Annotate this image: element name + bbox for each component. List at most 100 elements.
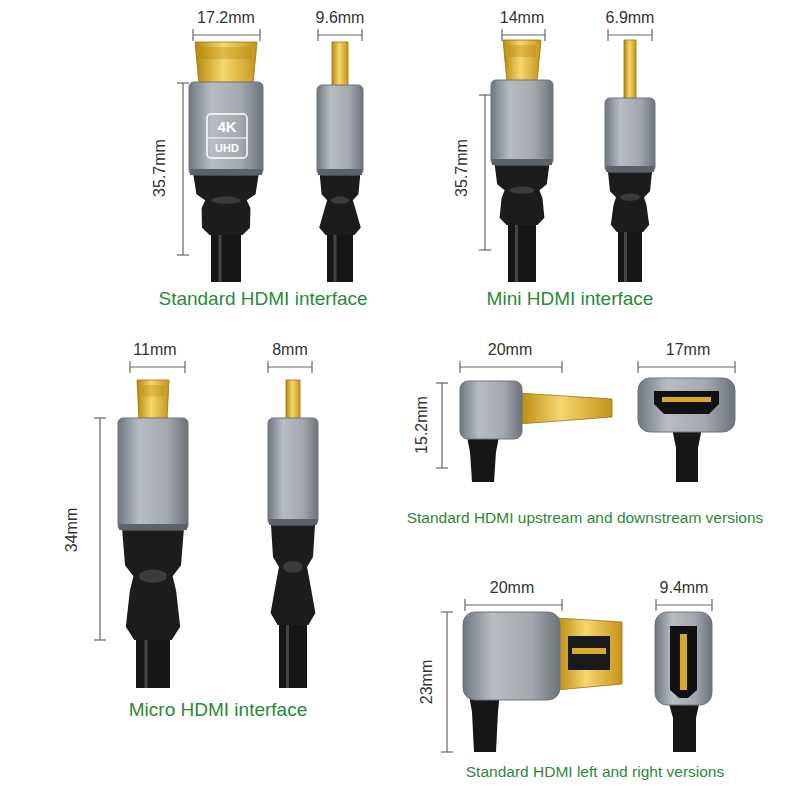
dimension-tick: [561, 599, 562, 611]
dimension-line: [465, 604, 562, 605]
dimension-tick: [561, 361, 562, 373]
gold-plug-shade: [508, 45, 536, 57]
cable: [327, 231, 353, 282]
dimension-line: [268, 361, 312, 373]
cable: [136, 636, 170, 688]
dimension-label: 11mm: [133, 341, 176, 359]
dimension-line: [94, 418, 106, 640]
dimension-line: [182, 83, 183, 255]
metal-housing: [491, 80, 553, 165]
right-angle-connector: [460, 381, 612, 482]
dimension-label: 9.4mm: [660, 579, 709, 597]
hdmi-connector: [605, 40, 655, 282]
caption: Standard HDMI left and right versions: [466, 763, 724, 780]
strain-relief: [608, 172, 652, 232]
dimension-tick: [259, 29, 260, 41]
dimension-tick: [459, 361, 460, 373]
dimension-tick: [637, 361, 638, 373]
strain-relief-notch: [283, 561, 303, 573]
dimension-line: [436, 383, 448, 468]
uhd-badge: [207, 114, 247, 158]
housing-edge: [318, 169, 362, 175]
cable: [672, 428, 702, 482]
dimension-label: 17.2mm: [197, 9, 255, 27]
dimension-line: [608, 29, 652, 41]
dimension-line: [484, 95, 485, 250]
gold-plug-shade: [142, 385, 164, 396]
dimension-label: 23mm: [418, 660, 436, 704]
dimension-line: [130, 366, 185, 367]
gold-plug: [286, 380, 300, 420]
dimension-line: [268, 366, 312, 367]
dimension-tick: [501, 29, 502, 41]
dimension-tick: [436, 382, 448, 383]
badge-frame: [207, 114, 247, 158]
dimension-tick: [192, 29, 193, 41]
dimension-line: [193, 29, 260, 41]
strain-relief: [319, 175, 361, 235]
strain-relief: [495, 165, 550, 225]
dimension-tick: [655, 599, 656, 611]
cable: [618, 228, 642, 282]
plug-opening: [568, 636, 610, 670]
hdmi-connector: [268, 380, 318, 688]
metal-housing: [189, 82, 263, 175]
metal-housing: [118, 418, 188, 530]
dimension-line: [608, 34, 652, 35]
gold-plug: [624, 40, 636, 100]
dimension-tick: [544, 29, 545, 41]
cable-highlight: [334, 235, 337, 282]
dimension-line: [177, 83, 189, 255]
housing-edge: [190, 169, 262, 175]
caption: Mini HDMI interface: [487, 289, 654, 310]
dimension-tick: [177, 82, 189, 83]
metal-housing: [463, 612, 560, 700]
right-angle-connector-front: [655, 612, 712, 752]
hdmi-port: [670, 626, 697, 698]
right-angle-connector-front: [638, 378, 735, 482]
metal-housing: [638, 378, 735, 432]
gold-plug: [518, 393, 612, 424]
dimension-tick: [177, 254, 189, 255]
dimension-tick: [441, 751, 453, 752]
dimension-label: 9.6mm: [316, 9, 365, 27]
gold-plug: [556, 618, 622, 690]
housing-edge: [119, 524, 187, 530]
hdmi-connector: [491, 40, 553, 282]
dimension-tick: [711, 599, 712, 611]
dimension-line: [130, 361, 185, 373]
cable-highlight: [624, 232, 627, 282]
dimension-label: 34mm: [63, 508, 81, 552]
cable-highlight: [145, 640, 148, 688]
dimension-line: [656, 604, 712, 605]
dimension-line: [99, 418, 100, 640]
dimension-label: 6.9mm: [606, 9, 655, 27]
dimension-tick: [311, 361, 312, 373]
gold-contacts: [662, 397, 711, 402]
hdmi-connector: [189, 42, 263, 282]
dimension-tick: [441, 611, 453, 612]
strain-relief: [271, 525, 316, 625]
dimension-tick: [479, 249, 491, 250]
metal-housing: [655, 612, 712, 705]
badge-divider: [207, 137, 247, 138]
dimension-line: [460, 361, 562, 373]
gold-plug-shade: [200, 47, 252, 59]
dimension-tick: [436, 467, 448, 468]
right-angle-connector: [463, 612, 622, 752]
dimension-label: 20mm: [488, 341, 532, 359]
caption: Standard HDMI interface: [158, 289, 367, 310]
cable: [279, 621, 307, 688]
dimension-tick: [184, 361, 185, 373]
cable-highlight: [515, 225, 518, 282]
metal-housing: [460, 381, 522, 439]
strain-relief-notch: [510, 187, 535, 194]
dimension-line: [318, 34, 362, 35]
cable: [668, 700, 700, 752]
dimension-label: 14mm: [500, 9, 544, 27]
cable-highlight: [286, 625, 289, 688]
housing-edge: [492, 159, 552, 165]
hdmi-port: [654, 391, 719, 414]
dimension-tick: [361, 29, 362, 41]
